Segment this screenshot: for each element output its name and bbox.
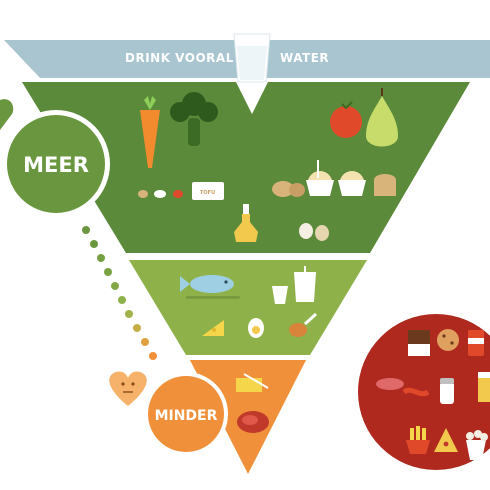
banner-right-text: WATER <box>280 51 329 65</box>
fries-icon <box>406 426 430 454</box>
dotted-connector <box>82 226 157 360</box>
beer-icon <box>478 372 490 402</box>
tomato-icon <box>330 101 362 138</box>
popcorn-icon <box>466 430 488 460</box>
butter-icon <box>236 373 269 392</box>
pizza-slice-icon <box>434 428 458 452</box>
pasta-bowl-icon <box>306 160 334 196</box>
rice-bowl-icon <box>338 171 366 196</box>
more-badge: MEER <box>2 110 110 218</box>
eggs-icon <box>299 223 329 241</box>
potatoes-icon <box>272 181 305 197</box>
cheese-icon <box>202 320 224 336</box>
more-label: MEER <box>23 153 89 177</box>
pear-icon <box>366 88 398 147</box>
tofu-icon: TOFU <box>192 182 224 200</box>
less-badge: MINDER <box>144 372 228 456</box>
soda-can-icon <box>468 330 484 356</box>
carrot-icon <box>140 96 160 168</box>
heart-icon <box>0 99 14 130</box>
bread-icon <box>374 174 396 196</box>
milk-icon <box>294 266 316 302</box>
steak-icon <box>237 411 269 433</box>
egg-icon <box>248 318 264 338</box>
yogurt-icon <box>272 286 288 304</box>
fish-icon <box>180 275 240 299</box>
banner-left-text: DRINK VOORAL <box>125 51 234 65</box>
cookie-icon <box>437 329 459 351</box>
pyramid-tier-middle <box>129 260 367 355</box>
chocolate-icon <box>408 330 430 356</box>
nuts-icon <box>138 190 183 198</box>
less-label: MINDER <box>155 408 218 424</box>
bacon-icon <box>402 387 430 397</box>
salt-shaker-icon <box>440 378 454 404</box>
broccoli-icon <box>170 92 218 146</box>
chicken-leg-icon <box>289 312 318 337</box>
small-heart-icon <box>109 371 147 406</box>
tofu-label: TOFU <box>200 190 215 196</box>
sausage-icon <box>376 378 404 390</box>
oil-bottle-icon <box>234 204 258 242</box>
water-glass-icon <box>233 33 271 83</box>
